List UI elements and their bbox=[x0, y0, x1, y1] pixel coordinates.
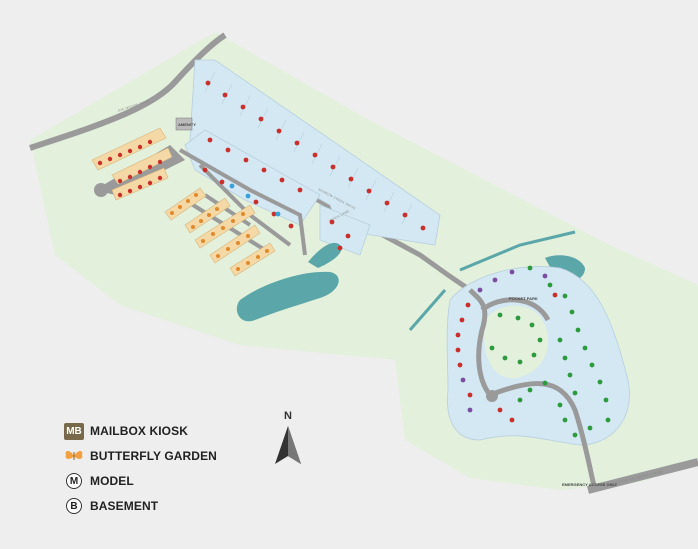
compass-arrow-icon bbox=[275, 426, 301, 464]
creek-east bbox=[408, 230, 576, 331]
homesite-dots-blue bbox=[229, 183, 281, 217]
amenity-label: AMENITY bbox=[178, 122, 196, 127]
legend-label-basement: BASEMENT bbox=[90, 499, 159, 513]
legend-label-mailbox-kiosk: MAILBOX KIOSK bbox=[90, 424, 188, 438]
legend-label-butterfly-garden: BUTTERFLY GARDEN bbox=[90, 449, 217, 463]
homesite-dots-east-red bbox=[455, 292, 558, 423]
cul-de-sac bbox=[94, 183, 108, 197]
pond-center bbox=[308, 242, 342, 268]
north-arrow: N bbox=[270, 410, 306, 466]
homesite-dots-red bbox=[97, 80, 426, 251]
amenity-building bbox=[175, 117, 193, 131]
mailbox-kiosk-icon: MB bbox=[64, 422, 84, 440]
pocket-park-label: POCKET PARK bbox=[509, 296, 538, 301]
south-lot-block bbox=[319, 204, 371, 256]
homesite-dots-east-green bbox=[489, 265, 611, 438]
south-exit-road bbox=[587, 458, 698, 494]
model-icon: M bbox=[66, 473, 82, 489]
homesite-dots-east-purple bbox=[460, 269, 548, 413]
legend-item-mailbox-kiosk: MB MAILBOX KIOSK bbox=[64, 420, 264, 442]
east-cul-de-sac bbox=[486, 390, 498, 402]
legend-item-model: M MODEL bbox=[64, 470, 264, 492]
pond-west bbox=[236, 271, 339, 322]
east-loop-street bbox=[468, 288, 598, 491]
legend-label-model: MODEL bbox=[90, 474, 134, 488]
townhome-dots-orange bbox=[170, 193, 269, 271]
north-letter: N bbox=[284, 410, 292, 422]
entry-road bbox=[29, 32, 227, 151]
legend-item-basement: B BASEMENT bbox=[64, 495, 264, 517]
butterfly-icon bbox=[65, 451, 83, 460]
map-legend: MB MAILBOX KIOSK BUTTERFLY GARDEN M MODE… bbox=[64, 420, 264, 520]
emergency-access-label: EMERGENCY ACCESS ONLY bbox=[562, 482, 618, 487]
basement-icon: B bbox=[66, 498, 82, 514]
legend-item-butterfly-garden: BUTTERFLY GARDEN bbox=[64, 445, 264, 467]
